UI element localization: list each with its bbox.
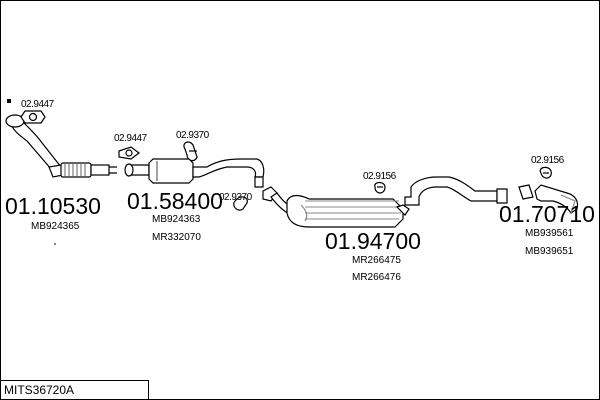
tail-pipe [518,184,579,214]
fitting-label: 02.9447 [114,133,148,144]
hanger-icon [374,181,386,194]
hanger-icon [539,166,552,179]
assembly-ref: MB939561 [525,228,574,239]
assembly-part-number: 01.70710 [499,201,595,227]
assembly-part-number: 01.10530 [5,193,101,219]
clamp-icon [183,141,198,162]
stray-dot [54,243,56,245]
assembly-ref: MR266475 [352,255,401,266]
fitting-marker [7,99,11,103]
clamp-icon [233,196,248,211]
assembly-ref: MR332070 [152,232,201,243]
fitting-label: 02.9156 [531,155,565,166]
assembly-ref: MB939651 [525,246,574,257]
document-code-box: MITS36720A [1,380,149,399]
rear-silencer [262,176,508,228]
assembly-ref: MB924365 [31,221,80,232]
center-muffler [124,158,265,188]
fitting-label: 02.9370 [219,192,253,203]
assembly-ref: MR266476 [352,272,401,283]
document-code: MITS36720A [4,383,75,397]
assembly-part-number: 01.94700 [325,228,421,254]
front-pipe [5,114,117,178]
fitting-label: 02.9156 [363,171,397,182]
assembly-part-number: 01.58400 [127,188,223,214]
assembly-ref: MB924363 [152,214,201,225]
gasket-icon [118,146,140,160]
fitting-label: 02.9447 [21,99,55,110]
fitting-label: 02.9370 [176,130,210,141]
gasket-icon [20,110,46,124]
